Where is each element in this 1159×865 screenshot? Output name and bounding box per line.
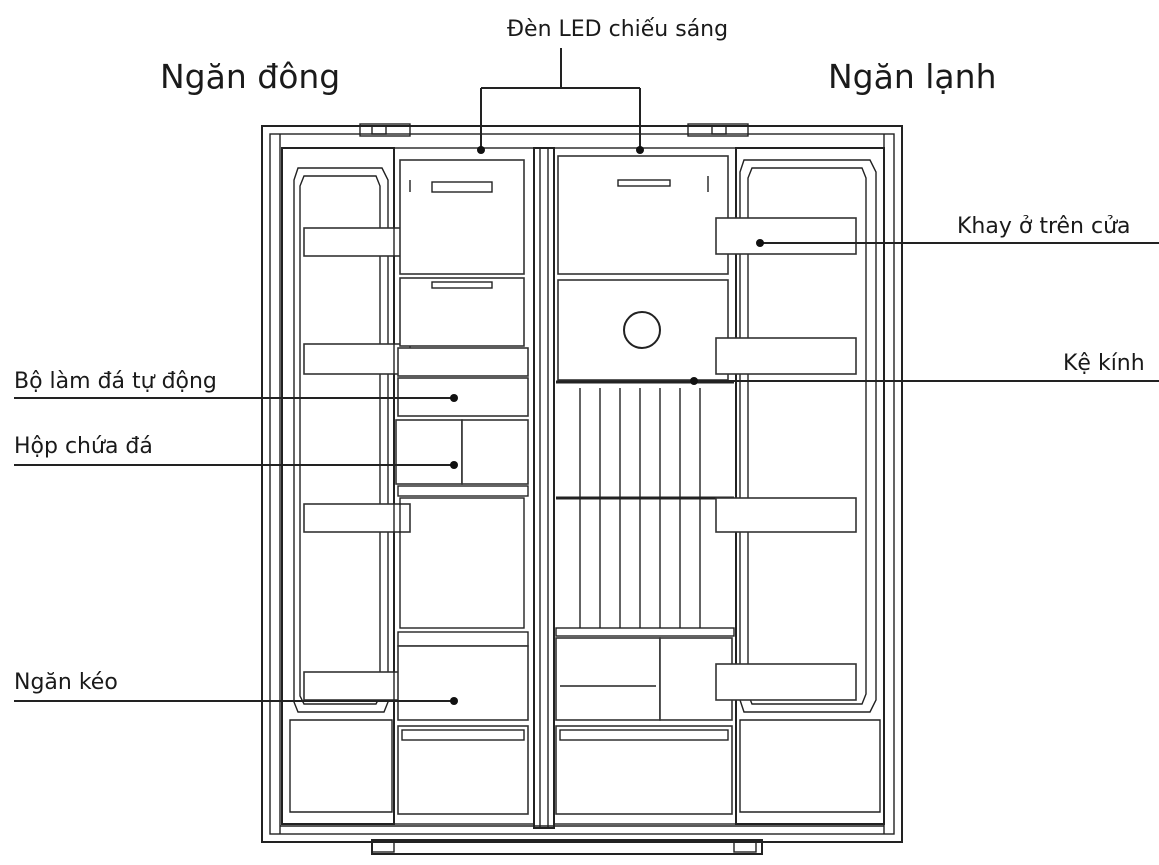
callout-glass-shelf: Kệ kính: [690, 351, 1159, 385]
freezer-title: Ngăn đông: [160, 57, 340, 96]
led-dot-left: [477, 146, 485, 154]
drawer-label: Ngăn kéo: [14, 670, 118, 695]
led-light-label: Đèn LED chiếu sáng: [507, 17, 728, 42]
callout-door-tray: Khay ở trên cửa: [756, 214, 1159, 247]
fridge-door: [715, 147, 885, 825]
led-dot-right: [636, 146, 644, 154]
freezer-drawer: [397, 645, 529, 721]
callout-led-light: Đèn LED chiếu sáng: [477, 17, 728, 154]
ice-box-label: Hộp chứa đá: [14, 434, 153, 459]
freezer-door: [281, 147, 411, 825]
glass-shelf-label: Kệ kính: [1063, 351, 1145, 376]
ice-box: [395, 419, 463, 485]
callout-ice-box: Hộp chứa đá: [14, 434, 458, 469]
fridge-interior: [553, 147, 737, 825]
door-tray: [715, 217, 857, 255]
door-tray-label: Khay ở trên cửa: [957, 214, 1131, 239]
ice-maker-label: Bộ làm đá tự động: [14, 369, 217, 394]
center-divider: [533, 147, 555, 829]
callout-ice-maker: Bộ làm đá tự động: [14, 369, 458, 402]
callout-drawer: Ngăn kéo: [14, 670, 458, 705]
fridge-title: Ngăn lạnh: [828, 57, 996, 96]
freezer-interior: [393, 147, 535, 825]
